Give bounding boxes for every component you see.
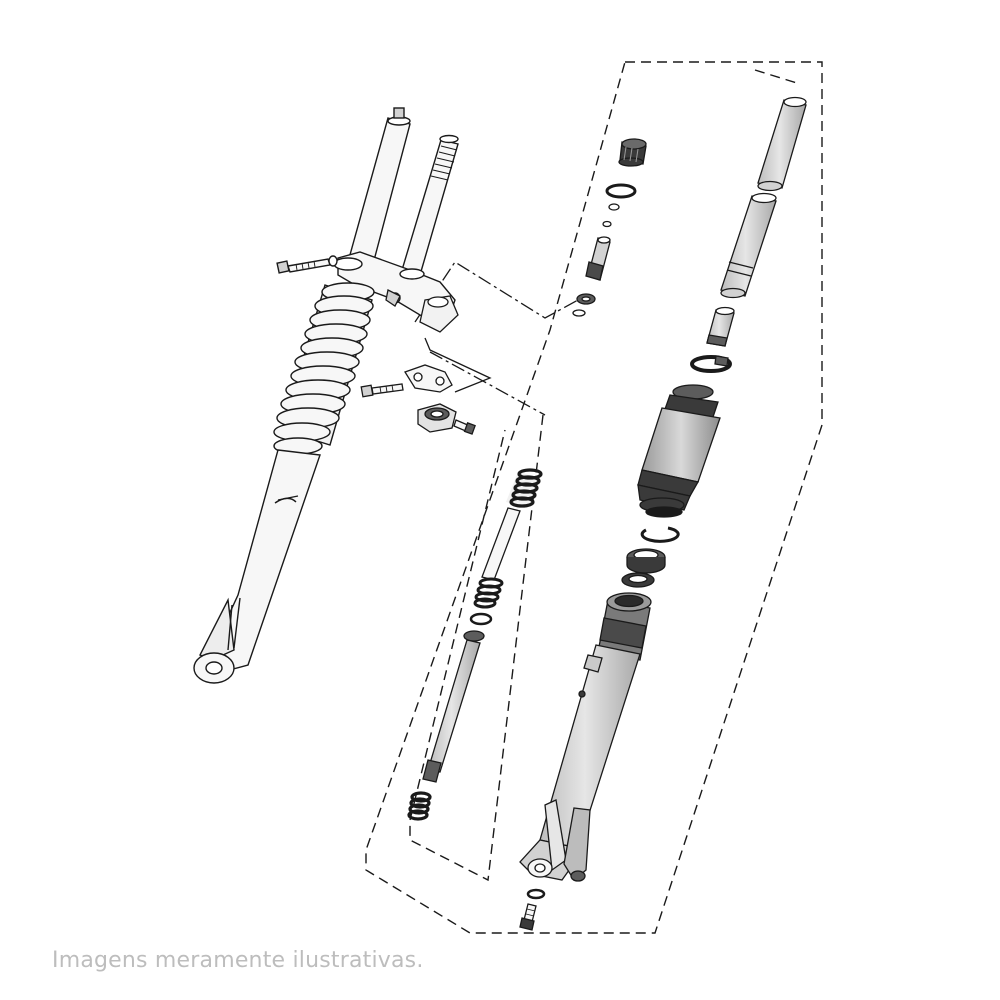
oil-seal <box>626 548 666 574</box>
rod-washer <box>572 309 586 317</box>
top-cap-oring <box>605 183 637 199</box>
bracket-bolt <box>360 383 404 398</box>
drain-bolt <box>519 903 537 931</box>
retaining-clip <box>640 526 680 543</box>
damper-rod <box>422 630 485 783</box>
leader-top <box>754 69 801 85</box>
boot-clamp <box>690 355 732 373</box>
brake-bracket-group <box>360 289 476 435</box>
drain-washer <box>526 888 546 900</box>
assembled-fork <box>193 107 459 684</box>
adjuster-rod <box>585 236 611 281</box>
upper-stanchion <box>757 96 807 192</box>
left-upper-tube <box>347 117 411 269</box>
fork-boot <box>637 384 721 518</box>
illustration-disclaimer: Imagens meramente ilustrativas. <box>52 948 424 973</box>
rebound-spring <box>407 791 432 821</box>
inner-group-outline <box>409 414 544 882</box>
right-fork-parts <box>519 96 807 931</box>
cartridge-parts <box>407 138 647 821</box>
seal-washer <box>621 572 655 588</box>
clamp-bolt-left <box>276 255 338 274</box>
spring-spacer <box>481 507 521 581</box>
right-upper-tube <box>401 139 459 276</box>
upper-spring <box>506 468 543 508</box>
outer-slider <box>519 592 652 882</box>
lower-short-spring <box>473 577 504 609</box>
small-washer-2 <box>602 220 612 228</box>
leader-bracket-lower <box>424 337 492 393</box>
fork-top-cap <box>618 138 647 167</box>
fork-gaiter <box>273 282 375 455</box>
bracket-plate <box>404 364 453 393</box>
clamp-block-bolt <box>453 419 476 435</box>
spring-seat-ring <box>469 612 493 626</box>
small-washer-1 <box>608 203 620 211</box>
guide-bushing <box>706 306 735 347</box>
leader-to-cartridge <box>429 351 546 416</box>
middle-tube <box>720 192 777 299</box>
dashed-outlines <box>365 61 823 934</box>
